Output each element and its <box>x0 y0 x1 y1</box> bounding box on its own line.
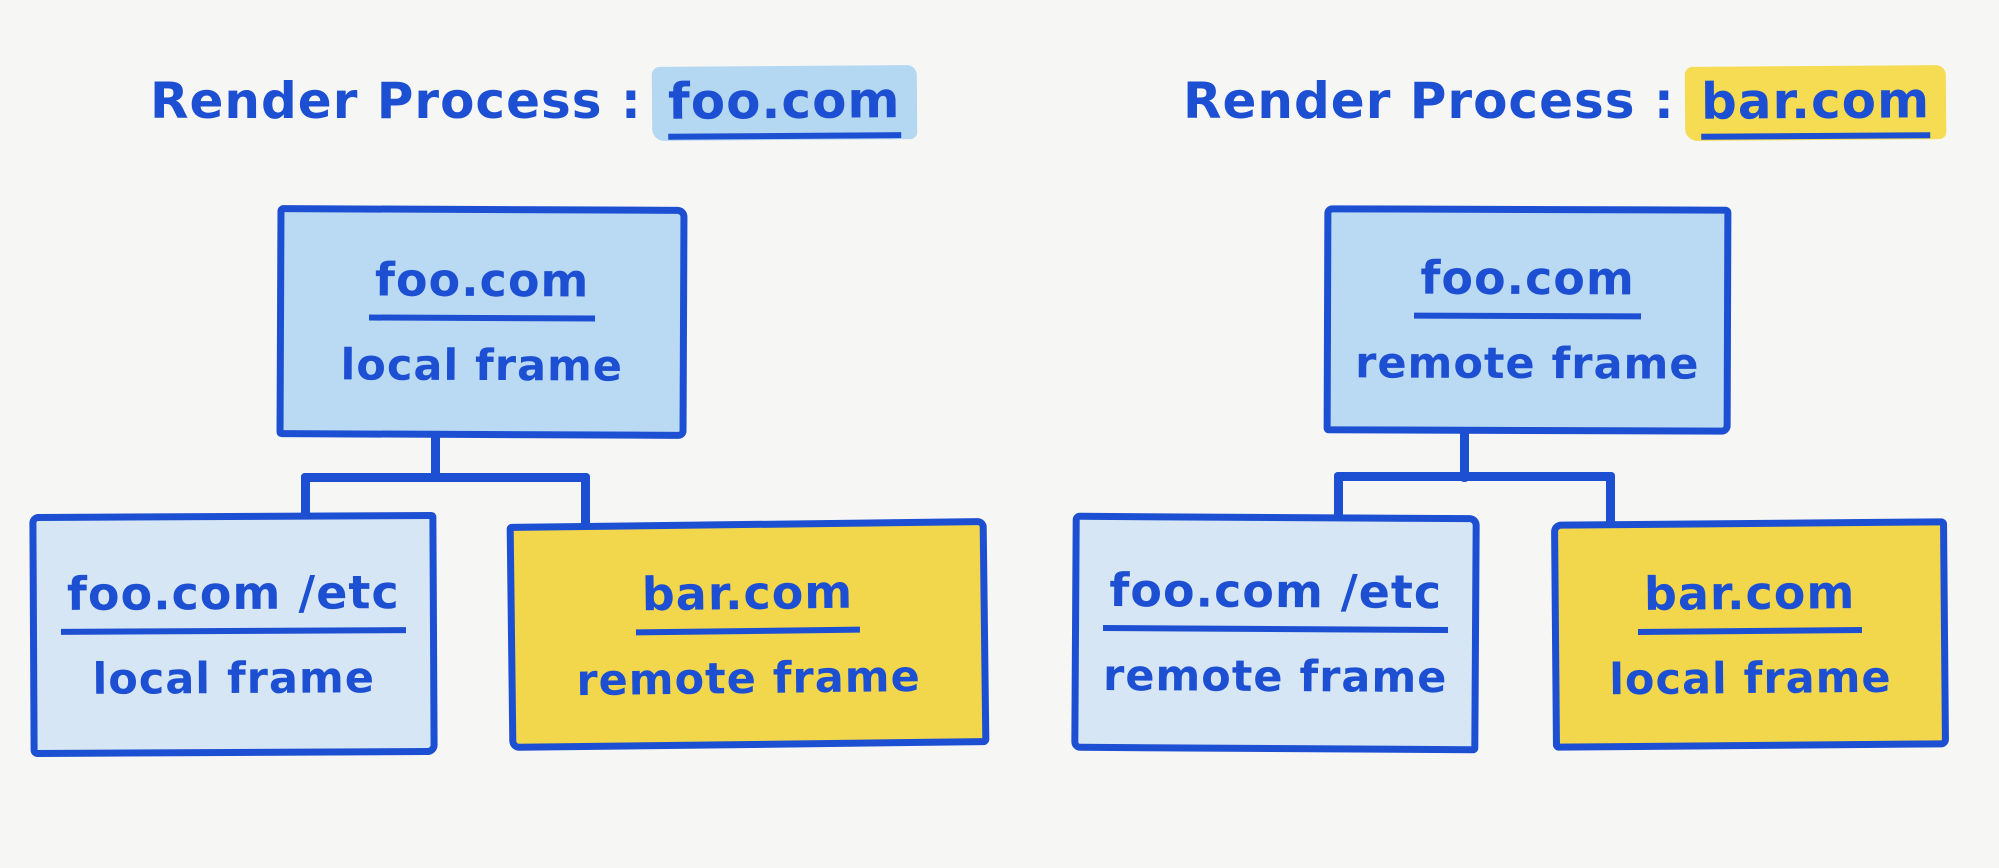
frame-node-root: foo.com remote frame <box>1323 205 1732 435</box>
frame-node-child: bar.com remote frame <box>506 518 990 751</box>
tree-connector-stub-left <box>301 473 310 519</box>
frame-node-child: foo.com /etc remote frame <box>1071 512 1480 754</box>
title-domain-highlight: foo.com <box>651 65 917 141</box>
frame-domain: foo.com /etc <box>1103 562 1449 634</box>
frame-node-child: foo.com /etc local frame <box>29 511 438 758</box>
frame-domain: foo.com <box>1414 250 1641 320</box>
title-domain: foo.com <box>667 71 901 140</box>
tree-connector-trunk <box>431 434 440 482</box>
tree-connector-stub-right <box>581 473 590 527</box>
title-domain-highlight: bar.com <box>1684 65 1947 141</box>
render-process-title: Render Process : foo.com <box>150 65 917 141</box>
tree-connector-stub-right <box>1606 472 1615 526</box>
tree-connector-crossbar <box>301 473 590 482</box>
frame-domain: foo.com /etc <box>60 564 406 635</box>
frame-type: remote frame <box>1102 650 1448 704</box>
frame-domain: foo.com <box>368 252 596 322</box>
render-process-title: Render Process : bar.com <box>1183 65 1947 141</box>
title-prefix: Render Process : <box>150 72 642 130</box>
frame-type: local frame <box>92 652 376 705</box>
frame-domain: bar.com <box>1637 564 1862 635</box>
tree-connector-stub-left <box>1334 472 1343 519</box>
frame-type: local frame <box>1608 652 1892 705</box>
title-prefix: Render Process : <box>1183 72 1675 130</box>
tree-connector-trunk <box>1460 430 1469 482</box>
tree-connector-crossbar <box>1334 472 1615 481</box>
frame-node-child: bar.com local frame <box>1551 518 1949 751</box>
frame-type: remote frame <box>1355 338 1700 390</box>
frame-type: local frame <box>340 340 624 392</box>
frame-type: remote frame <box>576 651 921 706</box>
title-domain: bar.com <box>1700 71 1931 140</box>
frame-node-root: foo.com local frame <box>276 205 688 439</box>
frame-domain: bar.com <box>635 564 860 635</box>
